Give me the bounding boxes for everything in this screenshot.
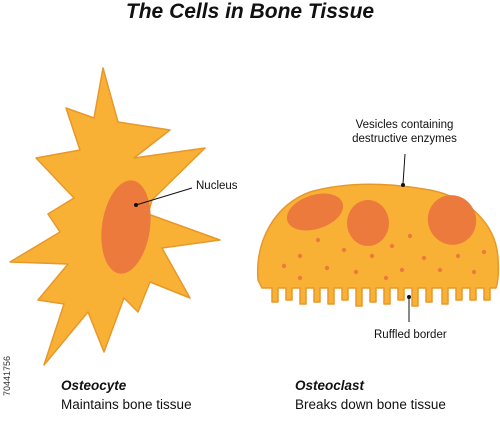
nucleus-leader-line <box>135 187 193 206</box>
vesicles-leader-line <box>402 153 406 185</box>
osteoclast-description: Breaks down bone tissue <box>295 397 446 412</box>
osteoclast-nucleus-center <box>347 200 389 246</box>
diagram-title: The Cells in Bone Tissue <box>125 0 375 23</box>
osteoclast-nucleus-left <box>286 193 344 231</box>
osteoclast-vesicles <box>281 233 487 281</box>
ruffled-border-label: Ruffled border <box>374 329 447 341</box>
vesicles-leader-dot <box>401 183 405 187</box>
vesicles-label: Vesicles containing destructive enzymes <box>342 118 467 146</box>
vesicles-label-line-2: destructive enzymes <box>352 133 457 145</box>
osteoclast-nucleus-right <box>427 195 477 245</box>
osteocyte-name: Osteocyte <box>61 378 127 393</box>
nucleus-leader-dot <box>134 203 138 207</box>
ruffled-border-leader-dot <box>407 295 411 299</box>
osteoclast-name: Osteoclast <box>295 378 365 393</box>
stock-id: 70441756 <box>2 355 12 396</box>
osteocyte-description: Maintains bone tissue <box>61 397 192 412</box>
osteocyte-nucleus <box>101 180 151 274</box>
nucleus-label: Nucleus <box>196 180 238 192</box>
vesicles-label-line-1: Vesicles containing <box>355 119 454 131</box>
